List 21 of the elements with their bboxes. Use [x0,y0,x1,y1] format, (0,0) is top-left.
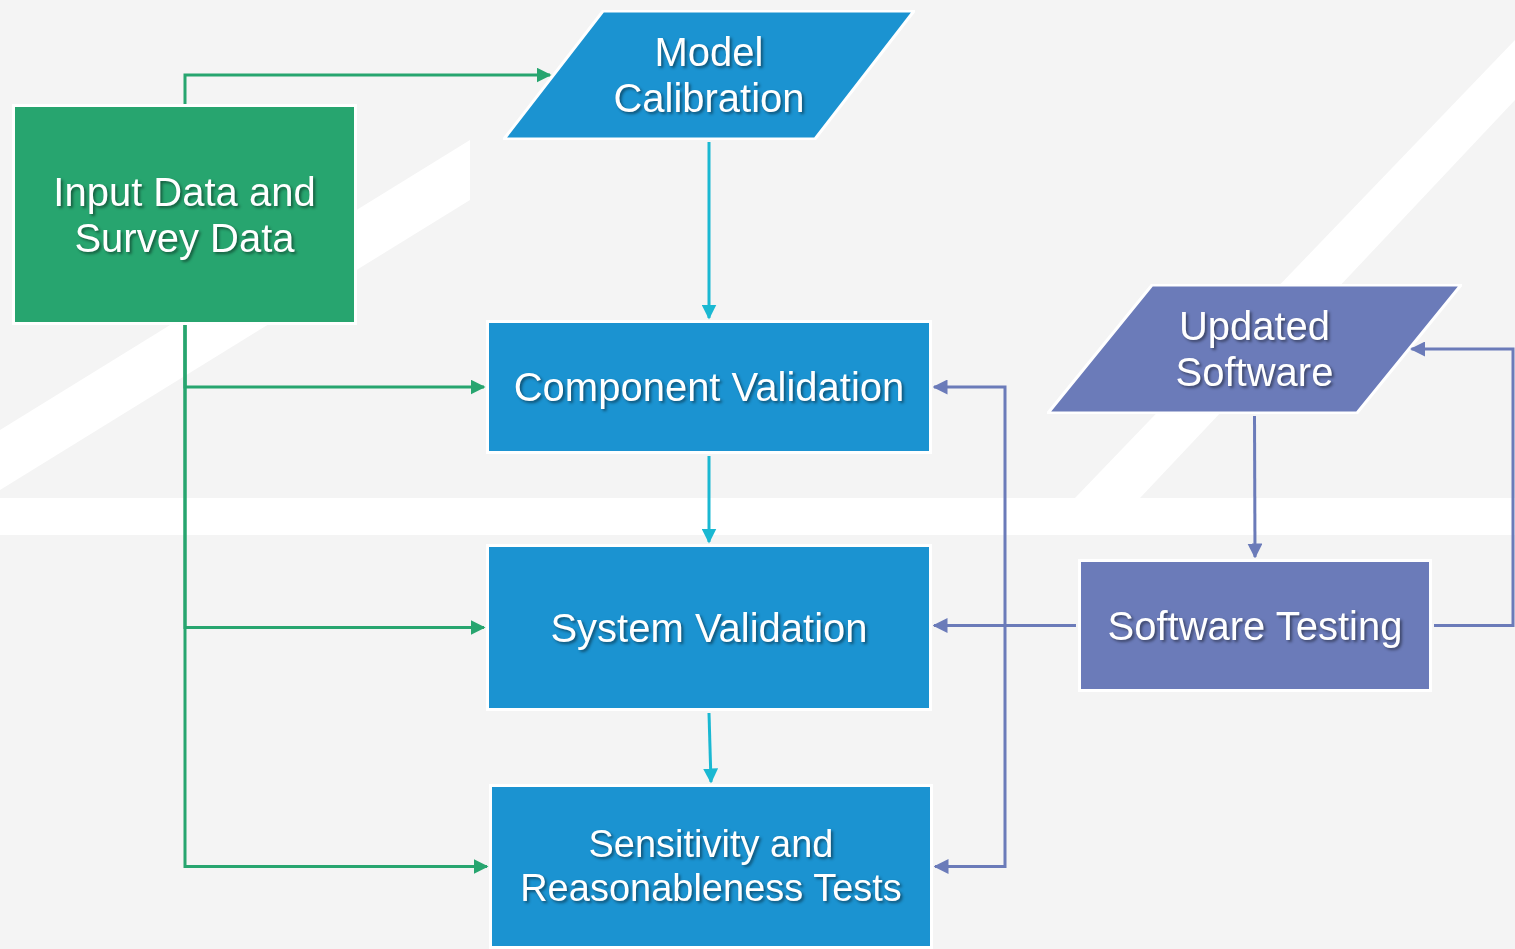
node-label: Input Data and Survey Data [52,168,317,261]
data-parallelogram [1047,284,1462,414]
node-label: Updated Software [1174,303,1335,395]
process-box [486,544,932,711]
node-label: Component Validation [513,364,905,410]
node-label: Model Calibration [612,29,806,121]
node-label: Sensitivity and Reasonableness Tests [519,822,903,911]
arrow [183,67,552,104]
process-box [12,104,357,325]
arrow [701,456,717,544]
arrow [1247,416,1263,559]
node-label: Software Testing [1107,602,1403,649]
process-box [489,784,933,949]
arrow [183,325,489,874]
process-box [486,320,932,454]
arrow [703,712,719,784]
process-box [1078,559,1432,692]
data-parallelogram [503,10,915,140]
node-label: System Validation [550,604,868,651]
arrow [701,142,717,320]
arrow [1410,341,1515,627]
